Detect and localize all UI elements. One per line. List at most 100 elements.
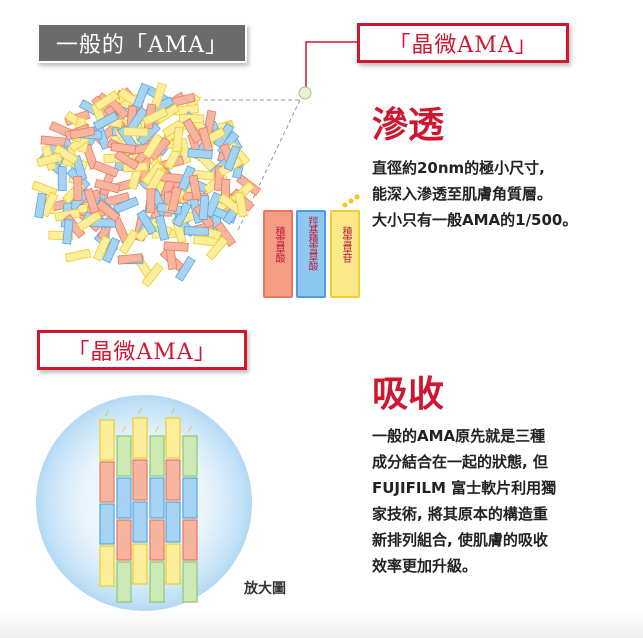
molecule-segment [182,435,198,477]
sphere-molecules: ⁄⁄⁄⁄⁄⁄ [99,407,198,603]
component-label-3: 積雪草苷 [340,226,351,262]
molecule-segment [116,519,132,561]
molecule-segment [149,435,165,477]
molecule [117,253,144,265]
molecule [69,126,96,140]
heading-penetration: 滲透 [372,104,445,146]
tick-mark: ⁄ [137,407,142,416]
molecule [62,219,74,245]
molecule [92,111,119,131]
molecule [57,166,67,192]
molecule-segment [116,435,132,477]
molecule [73,175,83,201]
molecule [93,90,120,112]
text-line: 能深入滲透至肌膚角質層。 [372,185,553,203]
dot [348,198,354,204]
molecule-segment [165,543,181,585]
molecule [223,145,241,172]
label-normal-ama: 一般的「AMA」 [37,23,247,63]
molecule [118,229,140,255]
tick-mark: ⁄ [170,407,175,416]
molecule [64,248,91,263]
molecule [110,142,137,154]
molecule-segment [182,477,198,519]
molecule-segment [149,477,165,519]
molecule-segment [165,417,181,459]
molecule [92,160,120,178]
molecule [163,241,189,252]
molecule [184,226,210,236]
molecule-segment [99,503,115,545]
heading-absorption: 吸收 [372,373,445,415]
tiny-particle [298,86,312,100]
molecule [182,118,203,144]
label-crystal-ama-top: 「晶微AMA」 [357,23,569,63]
molecule [154,214,170,241]
molecule [36,152,63,168]
molecule-segment [165,459,181,501]
molecule-segment [149,561,165,603]
component-bar-2: 羥基積雪草酸 [296,210,326,298]
caption-magnified: 放大圖 [244,581,286,597]
component-label-1: 積雪草酸 [273,226,284,262]
molecule [187,148,213,160]
molecule [234,191,248,218]
molecule [94,178,121,194]
component-bar-3: 積雪草苷 [330,210,360,298]
molecule [205,235,229,261]
text-penetration: 直徑約20nm的極小尺寸, 能深入滲透至肌膚角質層。 大小只有一般AMA的1/5… [372,155,622,233]
molecule [142,133,164,159]
molecule [34,192,47,219]
label-crystal-ama-bottom: 「晶微AMA」 [37,330,247,370]
tick-mark: ⁄ [104,409,109,418]
molecule [136,209,158,236]
molecule [52,144,79,165]
molecule [76,210,103,232]
molecule-segment [132,417,148,459]
molecule [95,199,121,223]
dot [354,194,360,200]
molecule [113,149,140,171]
dot [342,202,348,208]
text-line: 效率更加升級。 [372,557,478,575]
molecule [172,126,184,153]
molecule [142,107,169,126]
molecule-segment [165,501,181,543]
text-line: 成分結合在一起的狀態, 但 [372,453,548,471]
molecule [188,174,202,201]
molecule-segment [132,501,148,543]
molecule [123,127,149,137]
tick-mark: ⁄ [154,425,159,434]
molecule-segment [116,561,132,603]
text-line: 家技術, 將其原本的構造重 [372,505,548,523]
molecule [203,191,223,218]
text-line: FUJIFILM 富士軟片利用獨 [372,479,557,497]
tick-mark: ⁄ [187,425,192,434]
molecule [83,187,100,215]
molecule [92,235,112,262]
text-line: 直徑約20nm的極小尺寸, [372,159,545,177]
molecule [141,262,164,288]
molecule-segment [116,477,132,519]
component-label-2: 羥基積雪草酸 [306,216,317,270]
molecule-segment [99,545,115,587]
molecule [132,82,151,110]
text-line: 新排列組合, 使肌膚的吸收 [372,531,548,549]
molecule-segment [182,519,198,561]
text-line: 大小只有一般AMA的1/500。 [372,211,578,229]
molecule-segment [182,561,198,603]
molecule [39,191,59,218]
molecule [167,186,182,213]
ama-cluster [31,82,262,288]
molecule-segment [132,459,148,501]
molecule [40,135,66,147]
red-connector [305,41,357,92]
molecule-segment [99,461,115,503]
molecule-segment [99,419,115,461]
text-absorption: 一般的AMA原先就是三種 成分結合在一起的狀態, 但 FUJIFILM 富士軟片… [372,423,607,579]
component-bar-1: 積雪草酸 [263,210,293,298]
molecule-segment [149,519,165,561]
molecule [198,194,210,221]
